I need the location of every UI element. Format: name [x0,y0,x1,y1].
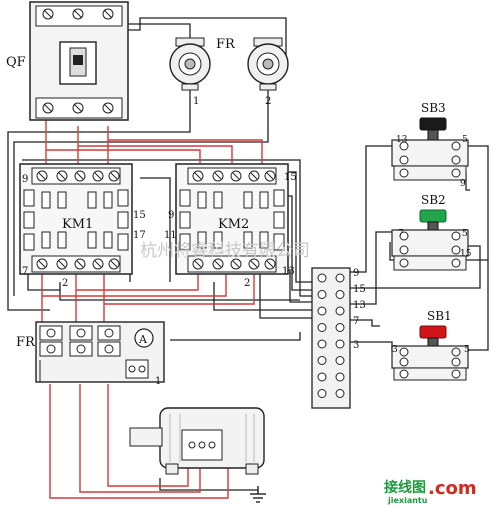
fr-terminal-2: 2 [265,96,271,107]
circuit-breaker-qf: QF [6,1,129,121]
strip-terminal-15: 15 [353,284,366,295]
wire-ground [159,478,258,491]
strip-screw [317,273,327,283]
contactor-km1: KM1 9 7 15 17 2 [19,163,146,289]
sb3-terminal-13: 13 [396,135,408,145]
fuse-fr-top: FR 1 2 [169,37,289,107]
sb1-terminal-5: 5 [464,345,470,355]
brand-url: jiexiantu [387,496,428,505]
wire-fr1-down [7,88,191,311]
km2-label: KM2 [218,217,249,232]
km2-terminal-2: 2 [244,278,250,289]
strip-screw [317,356,327,365]
wire-strip-15 [350,245,481,289]
km1-terminal-15: 15 [133,210,146,221]
fr-terminal-1: 1 [193,96,199,107]
strip-screw [317,389,327,398]
fr-bottom-label: FR [16,335,36,350]
wire-km1-2 [59,282,300,301]
strip-terminal-9: 9 [353,268,359,279]
contactor-km2: KM2 9 11 15 13 2 [164,163,297,289]
button-sb1: SB1 3 5 [391,309,470,381]
wire-strip-13 [350,231,392,305]
wire-strip-7 [350,319,380,327]
terminal-strip: 9 15 13 7 3 [311,267,366,409]
wire-fr2-down [13,88,269,296]
wire-red-motor1 [49,384,229,499]
strip-screw [317,323,327,332]
wire-red-km2-out2 [42,268,227,297]
strip-screw [335,290,345,299]
wire-red-bridge2 [78,145,233,170]
strip-screw [317,339,327,349]
strip-screw [335,306,345,316]
brand-logo: 接线图 .com jiexiantu [384,478,477,505]
wire-red-motor2 [79,384,201,493]
wire-red-km2-out3 [104,268,255,305]
sb3-terminal-5: 5 [462,135,468,145]
wire-km2-9 [286,171,312,283]
sb1-label: SB1 [427,309,452,323]
wire-fr-bottom-strip [170,332,301,341]
km1-terminal-17: 17 [133,230,146,241]
km1-label: KM1 [62,217,93,232]
brand-dotcom: .com [428,478,477,499]
strip-screw [335,372,345,382]
sb3-terminal-9: 9 [460,179,466,189]
sb3-label: SB3 [421,101,446,115]
km2-terminal-15: 15 [284,172,297,183]
thermal-relay-fr: FR A 1 [16,321,165,387]
sb2-terminal-5: 5 [462,229,468,239]
fr-top-label: FR [216,37,236,52]
km1-terminal-2: 2 [62,278,68,289]
km1-terminal-7: 7 [22,266,28,277]
wire-red-km2-out1 [76,268,199,291]
strip-terminal-13: 13 [353,300,366,311]
strip-screw [335,339,345,349]
motor [129,407,265,475]
strip-screw [335,323,345,332]
sb2-terminal-15: 15 [460,249,472,259]
wire-strip-sb3 [350,145,392,273]
brand-cn: 接线图 [384,479,426,496]
wire-red-bridge3 [108,139,263,170]
km1-terminal-9: 9 [22,174,28,185]
strip-screw [335,356,345,365]
ground-symbol [250,486,266,503]
fuse-2 [247,37,289,91]
qf-label: QF [6,55,26,70]
km2-terminal-13: 13 [282,266,295,277]
button-sb3: SB3 13 5 9 [391,101,469,189]
fuse-1 [169,37,211,91]
ammeter-label: A [138,333,148,346]
fr-bottom-terminal-1: 1 [155,376,161,387]
strip-terminal-7: 7 [353,316,359,327]
sb2-terminal-7: 7 [398,229,404,239]
strip-screw [317,306,327,316]
button-sb2: SB2 7 5 15 [391,193,472,271]
km2-terminal-11: 11 [164,230,177,241]
wire-red-motor3 [107,384,189,487]
wire-km2-7 [259,272,312,319]
strip-screw [317,372,327,382]
sb2-label: SB2 [421,193,446,207]
strip-terminal-3: 3 [353,340,359,351]
strip-screw [317,290,327,299]
wire-sb1-right [466,260,489,351]
sb1-terminal-3: 3 [392,345,398,355]
strip-screw [335,389,345,398]
strip-screw [335,273,345,283]
watermark-text: 杭州将睿科技有限公司 [140,241,310,261]
km2-terminal-9: 9 [168,210,174,221]
wire-km2-2 [213,282,312,311]
wire-km-bridge [140,177,171,282]
